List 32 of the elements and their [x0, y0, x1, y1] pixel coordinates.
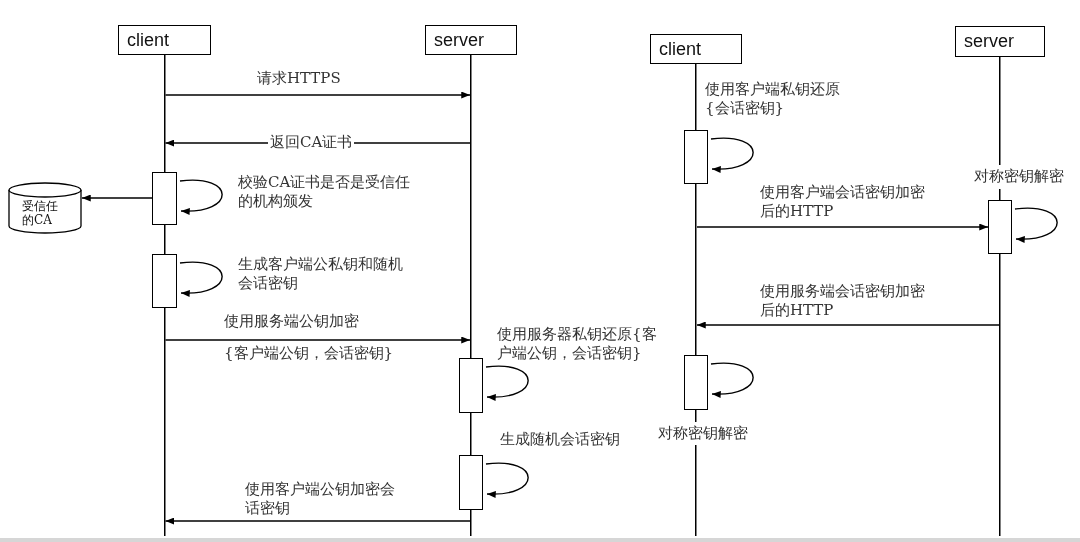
participant-header: client	[118, 25, 211, 55]
activation-bar	[684, 355, 708, 410]
self-loop-arrow	[485, 365, 529, 401]
activation-bar	[152, 172, 177, 225]
message-label: 对称密钥解密	[656, 424, 750, 443]
self-loop-arrow	[1014, 207, 1058, 243]
self-loop-arrow	[710, 137, 754, 173]
message-arrow	[164, 91, 471, 99]
participant-header: client	[650, 34, 742, 64]
activation-bar	[459, 358, 483, 413]
message-arrow	[696, 321, 1000, 329]
activation-bar	[152, 254, 177, 308]
self-loop-arrow	[179, 261, 223, 297]
message-arrow	[164, 517, 471, 525]
participant-header: server	[425, 25, 517, 55]
participant-header: server	[955, 26, 1045, 57]
self-loop-arrow	[179, 179, 223, 215]
message-arrow	[81, 194, 153, 202]
self-loop-arrow	[485, 462, 529, 498]
message-label: 使用服务端公钥加密	[222, 312, 361, 331]
activation-bar	[684, 130, 708, 184]
message-label: 对称密钥解密	[972, 167, 1066, 186]
message-label: 请求HTTPS	[255, 69, 343, 88]
node-label: 受信任的CA	[22, 199, 59, 227]
self-loop-arrow	[710, 362, 754, 398]
message-label: 返回CA证书	[268, 133, 355, 152]
activation-bar	[988, 200, 1012, 254]
message-label: 生成随机会话密钥	[498, 430, 622, 449]
activation-bar	[459, 455, 483, 510]
database-cylinder	[8, 182, 82, 234]
message-arrow	[164, 336, 471, 344]
message-arrow	[696, 223, 989, 231]
